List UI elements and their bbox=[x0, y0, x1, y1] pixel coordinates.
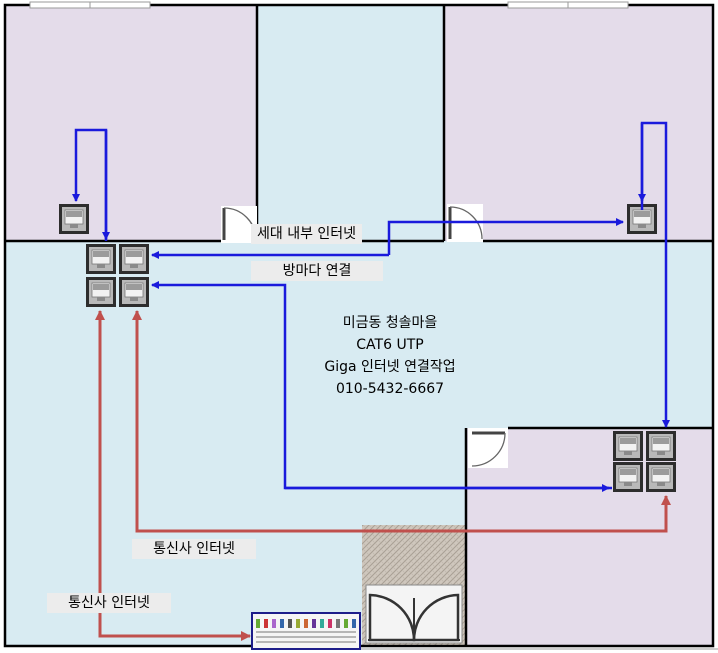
rj45-jack-icon bbox=[645, 461, 677, 493]
rj45-jack-icon bbox=[645, 430, 677, 462]
internal-cables bbox=[72, 121, 670, 492]
rj45-jack-icon bbox=[118, 276, 150, 308]
label-internal-internet: 세대 내부 인터넷 bbox=[251, 224, 363, 244]
carrier-cables bbox=[95, 310, 671, 641]
info-location: 미금동 청솔마을 bbox=[342, 315, 438, 331]
label-carrier-internet-lower: 통신사 인터넷 bbox=[47, 593, 171, 613]
project-info: 미금동 청솔마을 CAT6 UTP Giga 인터넷 연결작업 010-5432… bbox=[300, 312, 480, 400]
room-top-left bbox=[6, 6, 257, 241]
door-swing-icon bbox=[468, 428, 508, 468]
patch-panel-icon bbox=[251, 612, 361, 650]
rj45-jack-icon bbox=[118, 243, 150, 275]
window-top-left bbox=[29, 1, 151, 9]
rj45-jack-icon bbox=[58, 203, 90, 235]
label-carrier-internet-upper: 통신사 인터넷 bbox=[132, 539, 256, 559]
rj45-jack-icon bbox=[612, 430, 644, 462]
room-top-right bbox=[444, 6, 712, 241]
entrance-double-door-icon bbox=[365, 584, 463, 644]
room-top-center bbox=[257, 6, 444, 241]
window-top-right bbox=[507, 1, 629, 9]
rj45-jack-icon bbox=[85, 243, 117, 275]
rj45-jack-icon bbox=[85, 276, 117, 308]
info-cable-type: CAT6 UTP bbox=[356, 337, 424, 353]
info-phone: 010-5432-6667 bbox=[335, 381, 445, 397]
label-per-room: 방마다 연결 bbox=[251, 261, 383, 281]
rj45-jack-icon bbox=[612, 461, 644, 493]
info-work-description: Giga 인터넷 연결작업 bbox=[324, 359, 456, 375]
